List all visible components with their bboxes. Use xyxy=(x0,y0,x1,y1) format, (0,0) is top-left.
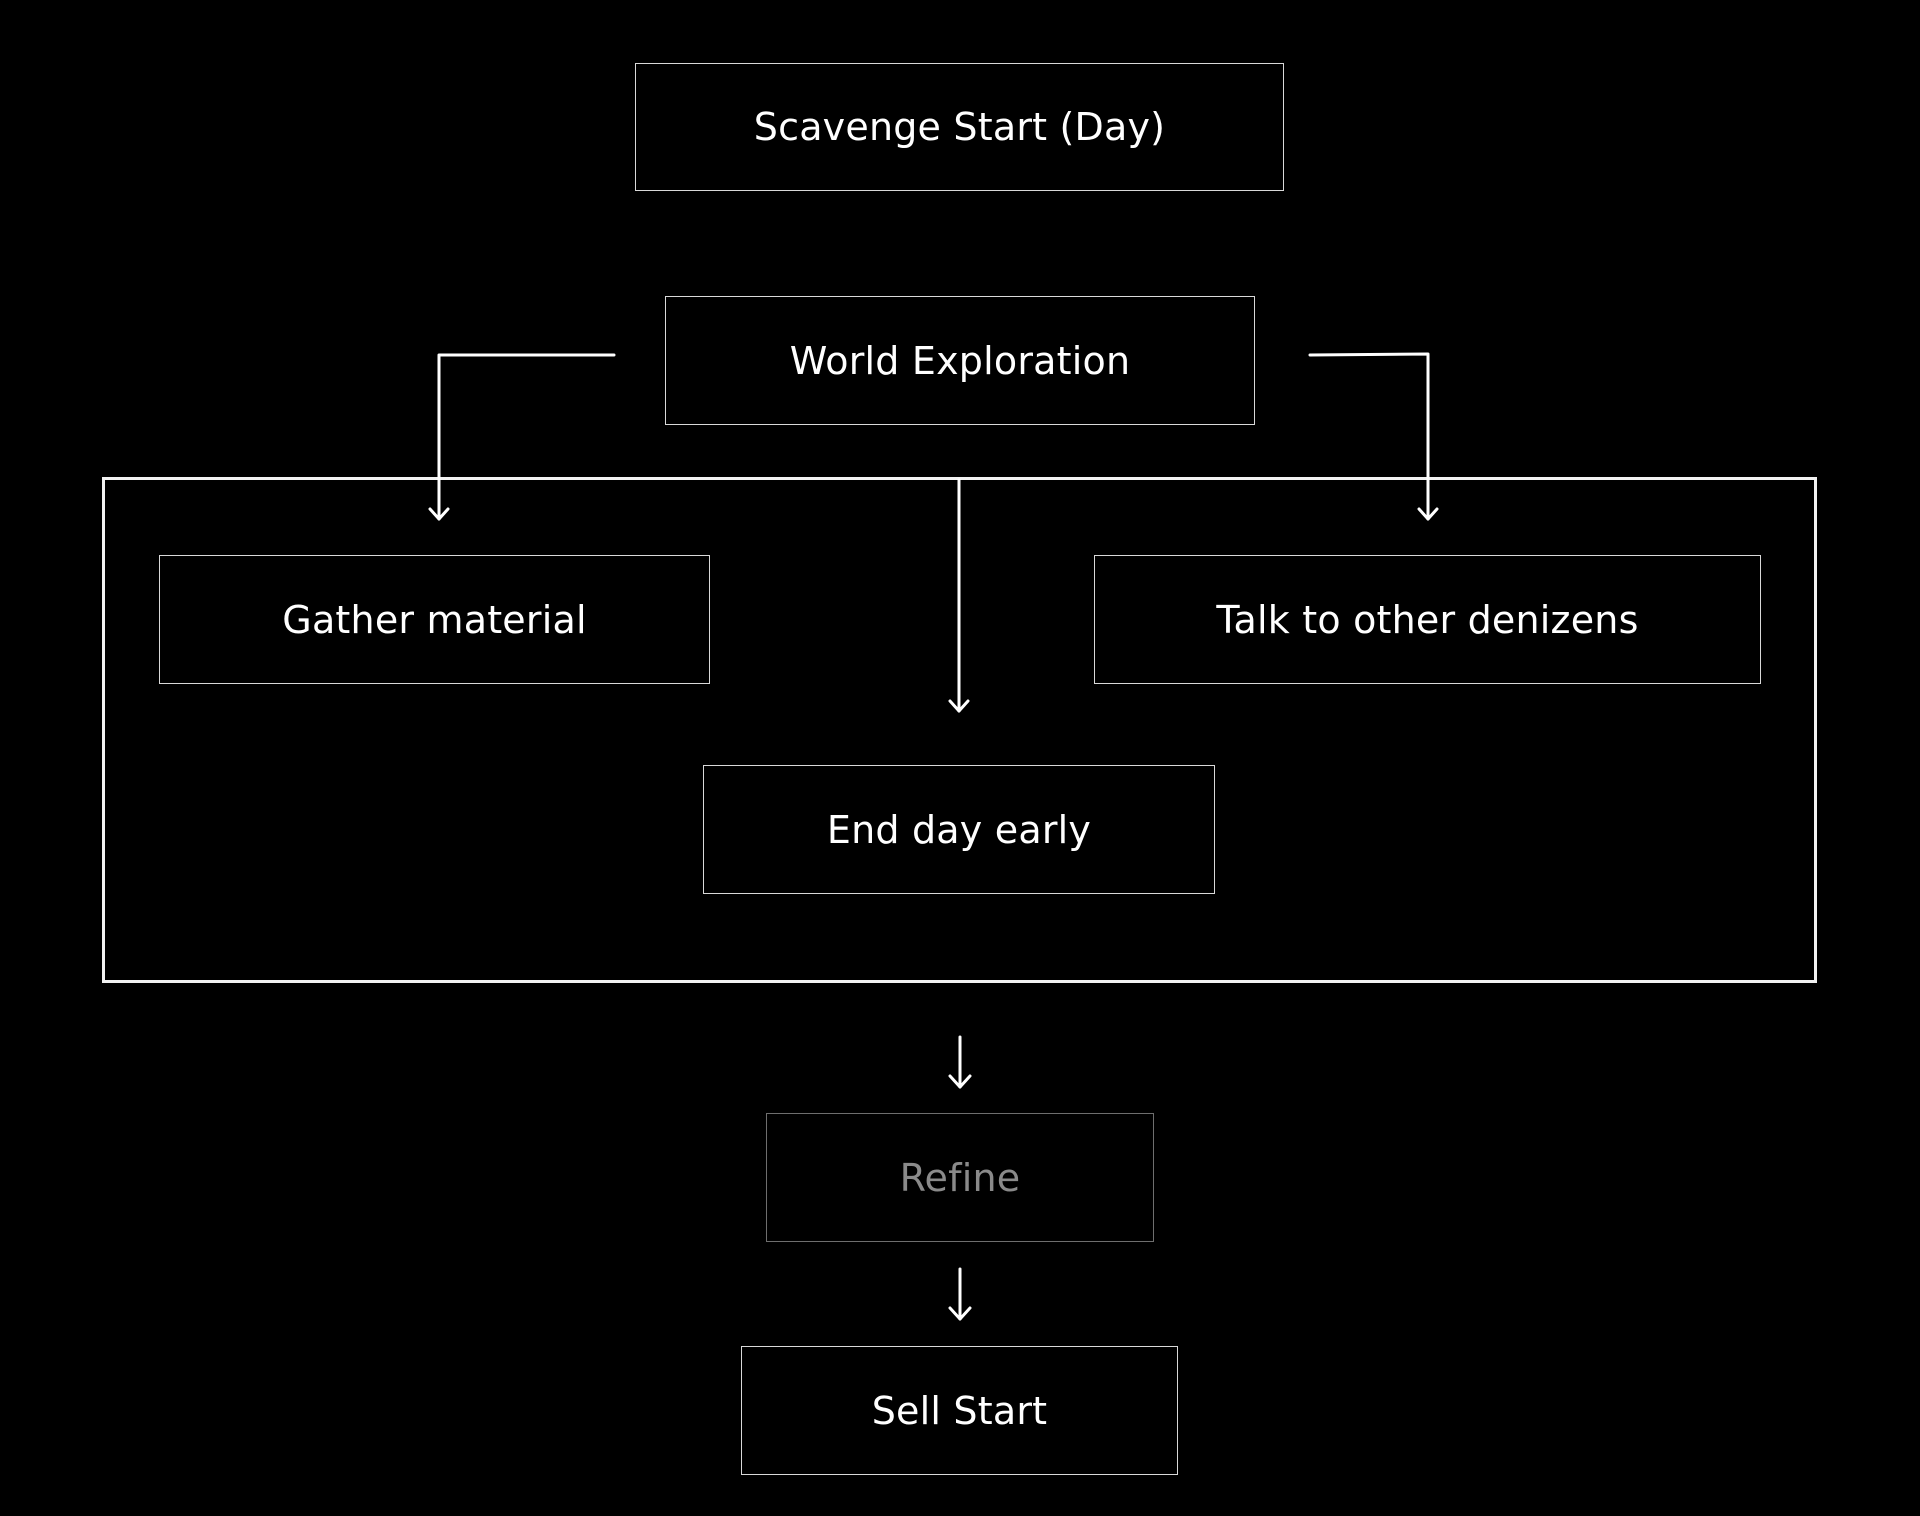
node-world-exploration: World Exploration xyxy=(665,296,1255,425)
node-end-day-early: End day early xyxy=(703,765,1215,894)
node-gather-material: Gather material xyxy=(159,555,710,684)
node-refine: Refine xyxy=(766,1113,1154,1242)
arrowhead-sell xyxy=(948,1306,972,1321)
connector-exploration-to-gather xyxy=(437,353,616,521)
exploration-options-group xyxy=(102,477,1817,983)
arrowhead-gather xyxy=(428,507,450,521)
connector-exploration-to-talk xyxy=(1308,352,1430,521)
arrowhead-talk xyxy=(1417,507,1439,521)
arrowhead-refine xyxy=(948,1074,972,1089)
node-talk-to-denizens: Talk to other denizens xyxy=(1094,555,1761,684)
node-sell-start: Sell Start xyxy=(741,1346,1178,1475)
arrowhead-end-day xyxy=(948,699,970,713)
node-scavenge-start: Scavenge Start (Day) xyxy=(635,63,1284,191)
